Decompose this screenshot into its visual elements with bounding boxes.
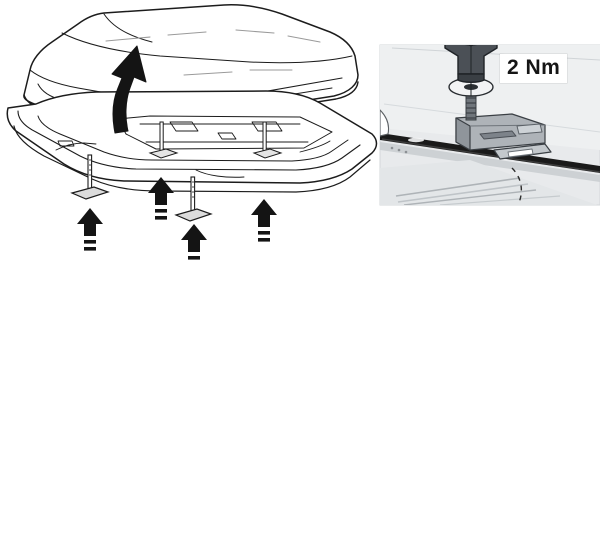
insert-arrow-2: [148, 177, 174, 220]
t-bolt-plate-inner-a: [148, 121, 179, 159]
t-bolt-plate-mid: [174, 176, 213, 222]
parts-layout-photo: [0, 260, 600, 539]
cargo-box-base: [6, 90, 378, 193]
t-bolt-plate-inner-b: [252, 121, 283, 159]
roof-rail-icon: [380, 133, 600, 182]
rail-clamp-icon: [455, 113, 552, 160]
insert-arrow-1: [77, 208, 103, 251]
threaded-stud-icon: [465, 93, 477, 121]
torque-value-label: 2 Nm: [500, 54, 568, 83]
insert-arrow-4: [251, 199, 277, 242]
three-lobe-knob-icon: [444, 45, 498, 83]
t-bolt-plate-left: [70, 154, 110, 200]
roof-box-line-diagram: [0, 0, 600, 265]
lid-open-arrow: [111, 45, 147, 134]
